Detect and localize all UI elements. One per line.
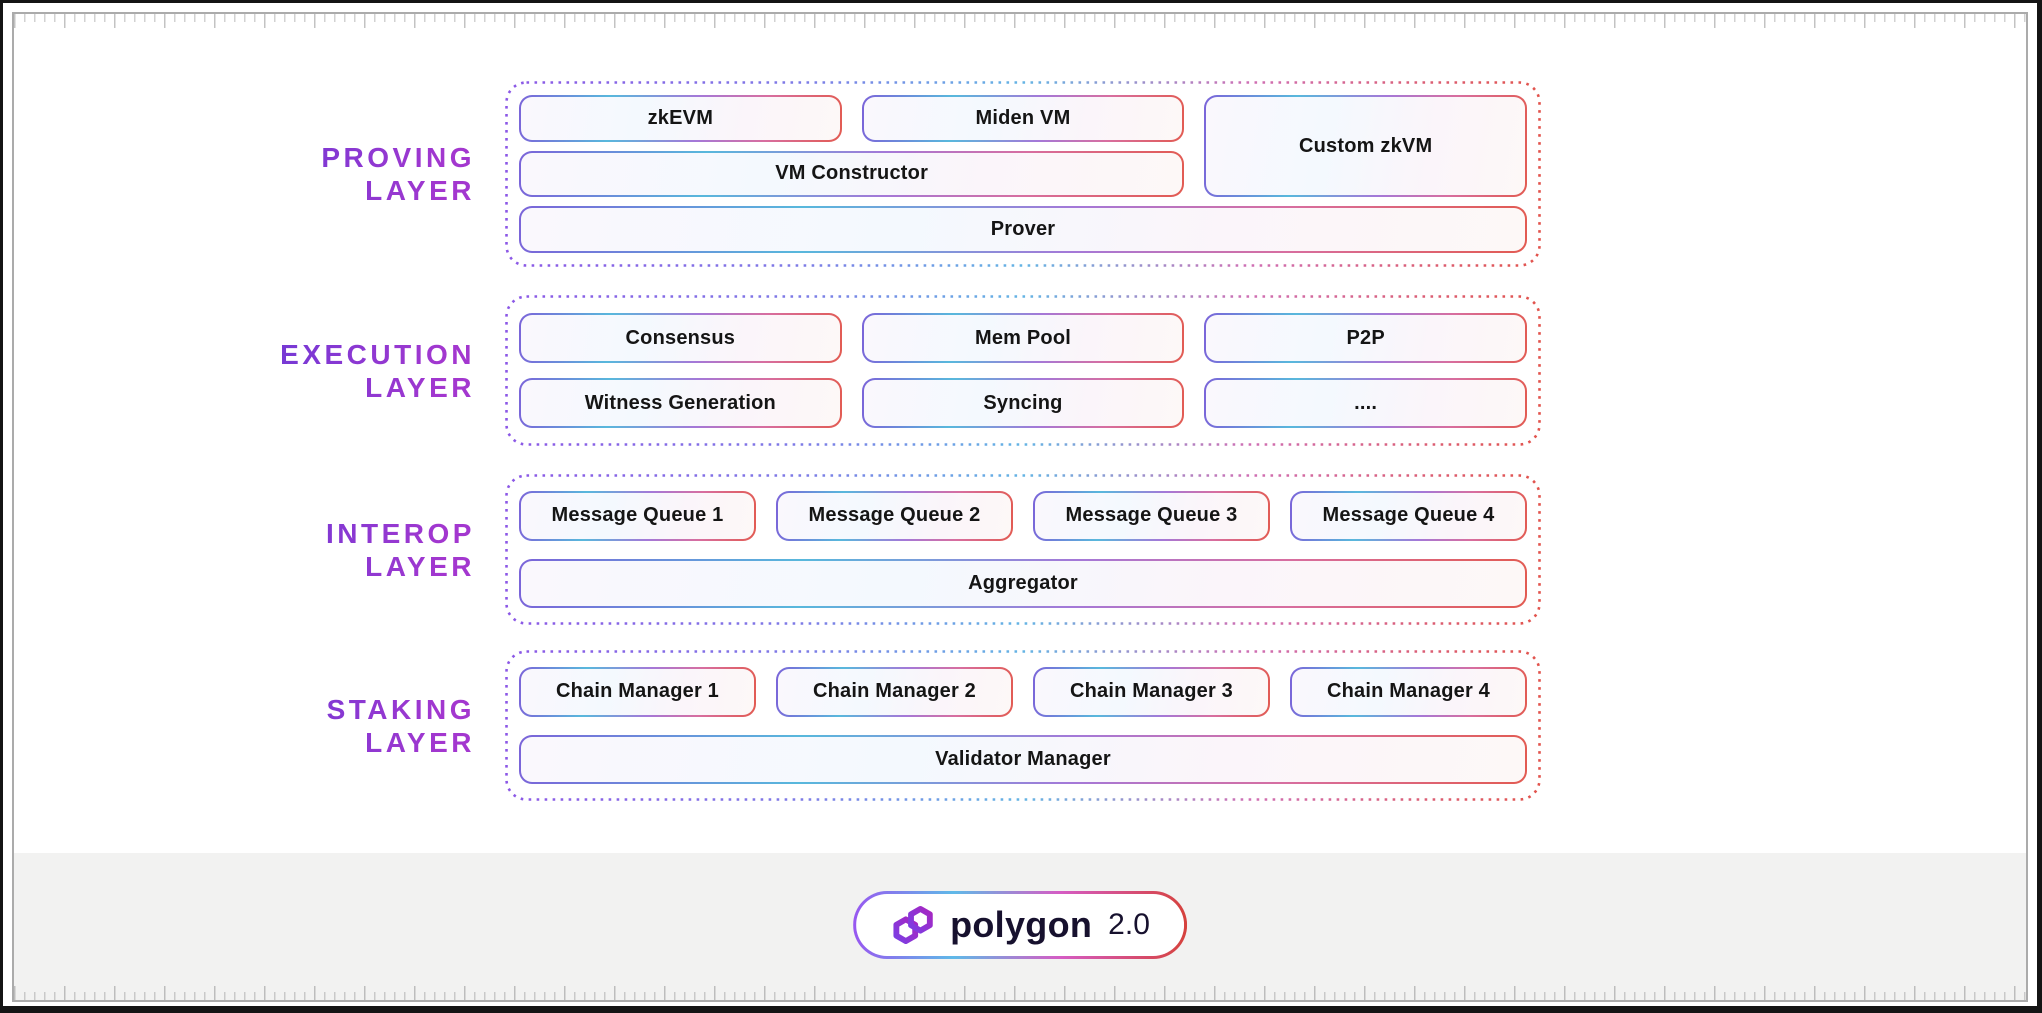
staking-layer-label: STAKING LAYER	[145, 693, 475, 759]
interop-layer-container: Message Queue 1 Message Queue 2 Message …	[505, 474, 1541, 625]
box-chain-manager-4: Chain Manager 4	[1290, 667, 1527, 717]
box-message-queue-3: Message Queue 3	[1033, 491, 1270, 541]
box-message-queue-1: Message Queue 1	[519, 491, 756, 541]
ruler-bottom	[14, 986, 2026, 1000]
box-prover: Prover	[519, 206, 1527, 253]
brand-version: 2.0	[1108, 908, 1150, 941]
brand-name: polygon	[950, 904, 1093, 945]
staking-label-line1: STAKING	[326, 694, 475, 725]
execution-label-line2: LAYER	[365, 372, 475, 403]
frame-line-left	[12, 12, 14, 1002]
box-aggregator: Aggregator	[519, 559, 1527, 609]
box-validator-manager: Validator Manager	[519, 735, 1527, 785]
box-vm-constructor: VM Constructor	[519, 151, 1184, 198]
frame-line-top	[12, 12, 2028, 14]
box-chain-manager-3: Chain Manager 3	[1033, 667, 1270, 717]
interop-layer-label: INTEROP LAYER	[145, 517, 475, 583]
proving-layer-container: zkEVM Miden VM Custom zkVM VM Constructo…	[505, 81, 1541, 267]
box-more-dots: ....	[1204, 378, 1527, 428]
box-chain-manager-2: Chain Manager 2	[776, 667, 1013, 717]
proving-layer-label: PROVING LAYER	[145, 141, 475, 207]
execution-layer-label: EXECUTION LAYER	[145, 338, 475, 404]
box-message-queue-2: Message Queue 2	[776, 491, 1013, 541]
execution-label-line1: EXECUTION	[280, 339, 475, 370]
polygon-logo-pill: polygon 2.0	[853, 891, 1187, 959]
proving-label-line2: LAYER	[365, 175, 475, 206]
frame-line-bottom	[12, 1000, 2028, 1002]
box-custom-zkvm: Custom zkVM	[1204, 95, 1527, 197]
staking-label-line2: LAYER	[365, 727, 475, 758]
ruler-top	[14, 14, 2026, 28]
box-miden-vm: Miden VM	[862, 95, 1185, 142]
box-syncing: Syncing	[862, 378, 1185, 428]
box-mem-pool: Mem Pool	[862, 313, 1185, 363]
staking-layer-container: Chain Manager 1 Chain Manager 2 Chain Ma…	[505, 650, 1541, 801]
execution-layer-container: Consensus Mem Pool P2P Witness Generatio…	[505, 295, 1541, 446]
frame-line-right	[2026, 12, 2028, 1002]
interop-label-line2: LAYER	[365, 551, 475, 582]
proving-label-line1: PROVING	[321, 142, 475, 173]
box-chain-manager-1: Chain Manager 1	[519, 667, 756, 717]
box-witness-generation: Witness Generation	[519, 378, 842, 428]
box-p2p: P2P	[1204, 313, 1527, 363]
polygon-logo-icon	[893, 905, 933, 945]
box-zkevm: zkEVM	[519, 95, 842, 142]
box-message-queue-4: Message Queue 4	[1290, 491, 1527, 541]
box-consensus: Consensus	[519, 313, 842, 363]
interop-label-line1: INTEROP	[326, 518, 475, 549]
